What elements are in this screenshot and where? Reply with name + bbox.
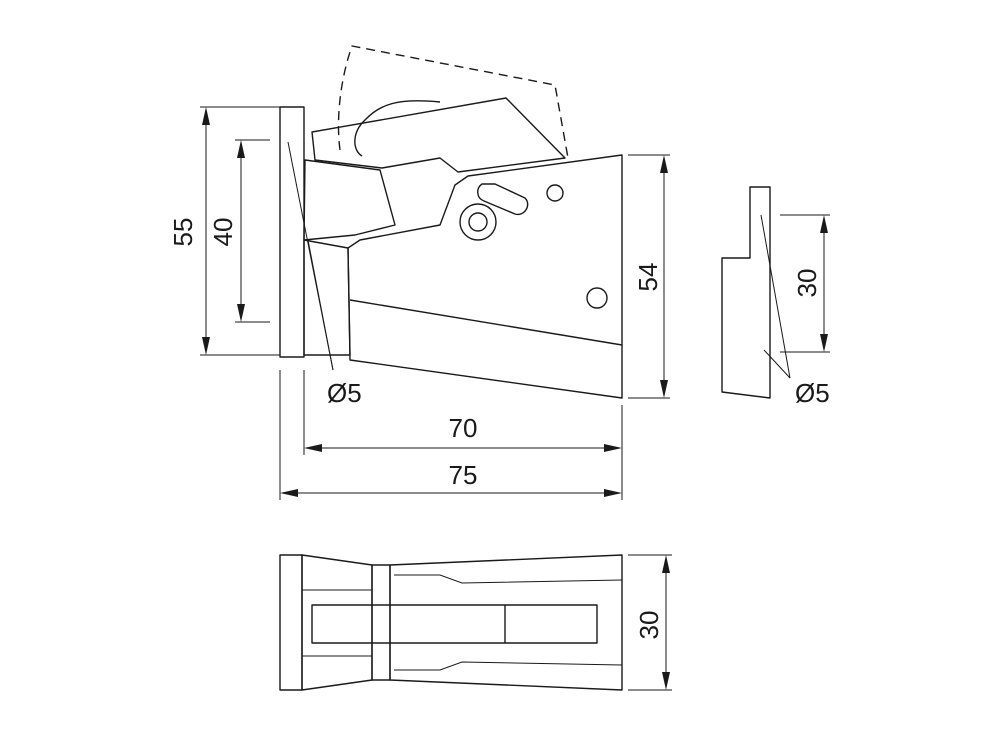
front-main-housing bbox=[347, 154, 623, 399]
side-profile bbox=[721, 186, 771, 399]
dim-label-75: 75 bbox=[449, 460, 478, 490]
bottom-inner-plate bbox=[301, 589, 373, 657]
front-wall-plate bbox=[279, 106, 305, 358]
bottom-taper-bottom bbox=[394, 661, 623, 671]
front-lower-block bbox=[303, 239, 351, 356]
bottom-wall-plate bbox=[279, 554, 303, 691]
dim-label-side-30: 30 bbox=[792, 269, 822, 298]
dim-label-front-hole: Ø5 bbox=[327, 378, 362, 408]
front-pivot-inner bbox=[468, 212, 488, 232]
front-hole-lower bbox=[586, 287, 608, 309]
front-housing-line bbox=[349, 299, 623, 346]
dim-label-55: 55 bbox=[168, 218, 198, 247]
front-hook-arm bbox=[311, 97, 566, 173]
dim-label-54: 54 bbox=[633, 263, 663, 292]
side-hole-leader-1 bbox=[760, 214, 791, 379]
front-dimensions: 55 40 54 70 75 Ø5 bbox=[168, 106, 670, 500]
bottom-collar bbox=[371, 564, 391, 681]
front-slot bbox=[477, 183, 529, 216]
front-pivot-outer bbox=[459, 203, 497, 241]
dim-label-side-hole: Ø5 bbox=[795, 378, 830, 408]
front-hook-curl bbox=[354, 100, 441, 157]
bottom-arm bbox=[311, 604, 598, 644]
front-upper-block bbox=[303, 159, 396, 241]
front-hole-upper bbox=[546, 184, 564, 202]
dim-label-bottom-30: 30 bbox=[634, 611, 664, 640]
front-open-position bbox=[337, 45, 569, 159]
bottom-view: 30 bbox=[279, 554, 672, 691]
bottom-taper-top bbox=[394, 574, 623, 584]
dim-label-40: 40 bbox=[208, 218, 238, 247]
dim-label-70: 70 bbox=[449, 413, 478, 443]
side-hole-leader-2 bbox=[763, 349, 791, 379]
bottom-housing bbox=[389, 554, 623, 691]
front-view bbox=[279, 45, 623, 399]
side-view: 30 Ø5 bbox=[721, 186, 830, 408]
front-hole-leader-2 bbox=[307, 239, 334, 371]
